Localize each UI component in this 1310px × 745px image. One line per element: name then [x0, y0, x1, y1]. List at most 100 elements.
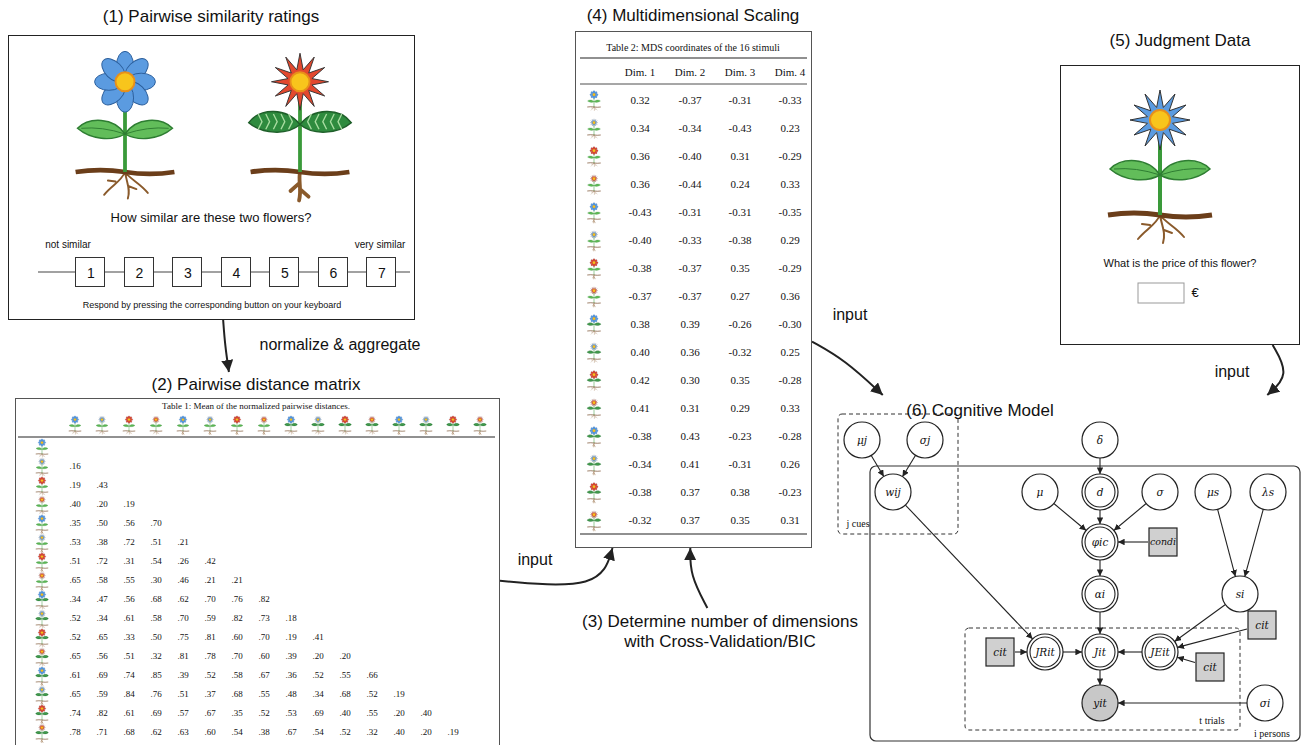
drawing-part — [36, 580, 42, 582]
drawing-part — [41, 498, 43, 500]
drawing-part — [36, 713, 37, 715]
drawing-part — [590, 258, 598, 266]
table-cell: .46 — [177, 576, 188, 586]
drawing-part — [42, 481, 43, 492]
node-text: μ — [1037, 486, 1044, 498]
node-text: Table 2: MDS coordinates of the 16 stimu… — [606, 42, 779, 54]
connector-label: normalize & aggregate — [257, 336, 424, 354]
drawing-part — [41, 479, 43, 481]
drawing-part — [595, 519, 597, 521]
node-text: αi — [1095, 588, 1105, 600]
table-cell: -0.29 — [779, 262, 802, 274]
observed-square — [1149, 528, 1177, 556]
drawing-part — [260, 416, 267, 423]
drawing-part — [36, 599, 37, 601]
drawing-part — [285, 424, 286, 426]
drawing-part — [45, 732, 46, 734]
flower-drawing — [150, 416, 162, 434]
drawing-part — [290, 416, 294, 420]
drawing-part — [587, 491, 594, 494]
flower-drawing — [587, 119, 601, 139]
drawing-part — [42, 447, 48, 449]
drawing-part — [587, 351, 594, 354]
drawing-part — [447, 423, 453, 426]
drawing-part — [237, 424, 243, 426]
drawing-part — [594, 519, 601, 522]
drawing-part — [42, 466, 48, 468]
drawing-part — [42, 448, 48, 450]
drawing-part — [38, 732, 39, 734]
drawing-part — [43, 656, 44, 658]
drawing-part — [421, 424, 422, 426]
drawing-part — [41, 549, 43, 553]
table-cell: -0.43 — [729, 122, 752, 134]
drawing-part — [595, 379, 597, 381]
table-cell: 0.33 — [780, 178, 799, 190]
drawing-part — [40, 637, 41, 639]
table-cell: .74 — [123, 671, 134, 681]
drawing-part — [128, 419, 132, 423]
drawing-part — [591, 379, 593, 381]
table-cell: .19 — [123, 500, 134, 510]
drawing-part — [125, 416, 133, 424]
drawing-part — [38, 637, 39, 639]
drawing-part — [129, 424, 135, 426]
table-cell: .52 — [366, 690, 377, 700]
drawing-part — [373, 424, 374, 426]
connector-arrow — [902, 455, 915, 476]
drawing-part — [150, 424, 156, 426]
drawing-part — [594, 156, 600, 158]
drawing-part — [594, 379, 601, 382]
drawing-part — [314, 416, 321, 423]
table-cell: .81 — [204, 633, 215, 643]
table-cell: .82 — [258, 595, 269, 605]
drawing-part — [182, 419, 186, 423]
connector-arrow — [1118, 702, 1247, 703]
drawing-part — [78, 120, 126, 138]
drawing-part — [599, 491, 601, 493]
drawing-part — [209, 431, 211, 435]
table-cell: 0.35 — [730, 514, 749, 526]
model-variable: condi — [1148, 527, 1178, 557]
drawing-part — [590, 175, 598, 183]
drawing-part — [320, 424, 321, 426]
drawing-part — [42, 598, 48, 601]
flower-drawing — [36, 553, 48, 572]
node-text: (3) Determine number of dimensions with … — [575, 612, 865, 651]
drawing-part — [237, 420, 238, 431]
drawing-part — [588, 100, 595, 102]
drawing-part — [129, 420, 130, 431]
table-cell: .38 — [258, 728, 269, 738]
table-cell: .65 — [69, 652, 80, 662]
drawing-part — [590, 455, 598, 463]
drawing-part — [101, 418, 103, 420]
drawing-part — [587, 435, 594, 438]
drawing-part — [152, 416, 159, 423]
table-cell: .40 — [393, 728, 404, 738]
node-text: Jit — [1094, 646, 1106, 658]
table-cell: .20 — [393, 709, 404, 719]
drawing-part — [592, 351, 594, 353]
table-cell: -0.40 — [629, 234, 652, 246]
drawing-part — [210, 424, 216, 426]
drawing-part — [40, 713, 41, 715]
drawing-part — [592, 491, 594, 493]
table-cell: 0.38 — [630, 318, 649, 330]
table-cell: -0.32 — [629, 514, 652, 526]
drawing-part — [342, 424, 343, 426]
drawing-part — [400, 424, 401, 426]
drawing-part — [38, 705, 46, 713]
drawing-part — [588, 128, 595, 130]
table-cell: .78 — [69, 728, 80, 738]
drawing-part — [590, 119, 598, 127]
drawing-part — [426, 423, 432, 426]
drawing-part — [593, 233, 596, 236]
drawing-part — [45, 618, 46, 620]
table-cell: .70 — [177, 614, 188, 624]
drawing-part — [474, 423, 480, 426]
node-text: What is the price of this flower? — [1104, 257, 1257, 270]
table-cell: .20 — [312, 652, 323, 662]
drawing-part — [42, 636, 48, 639]
table-cell: .51 — [150, 538, 161, 548]
drawing-part — [38, 515, 46, 523]
